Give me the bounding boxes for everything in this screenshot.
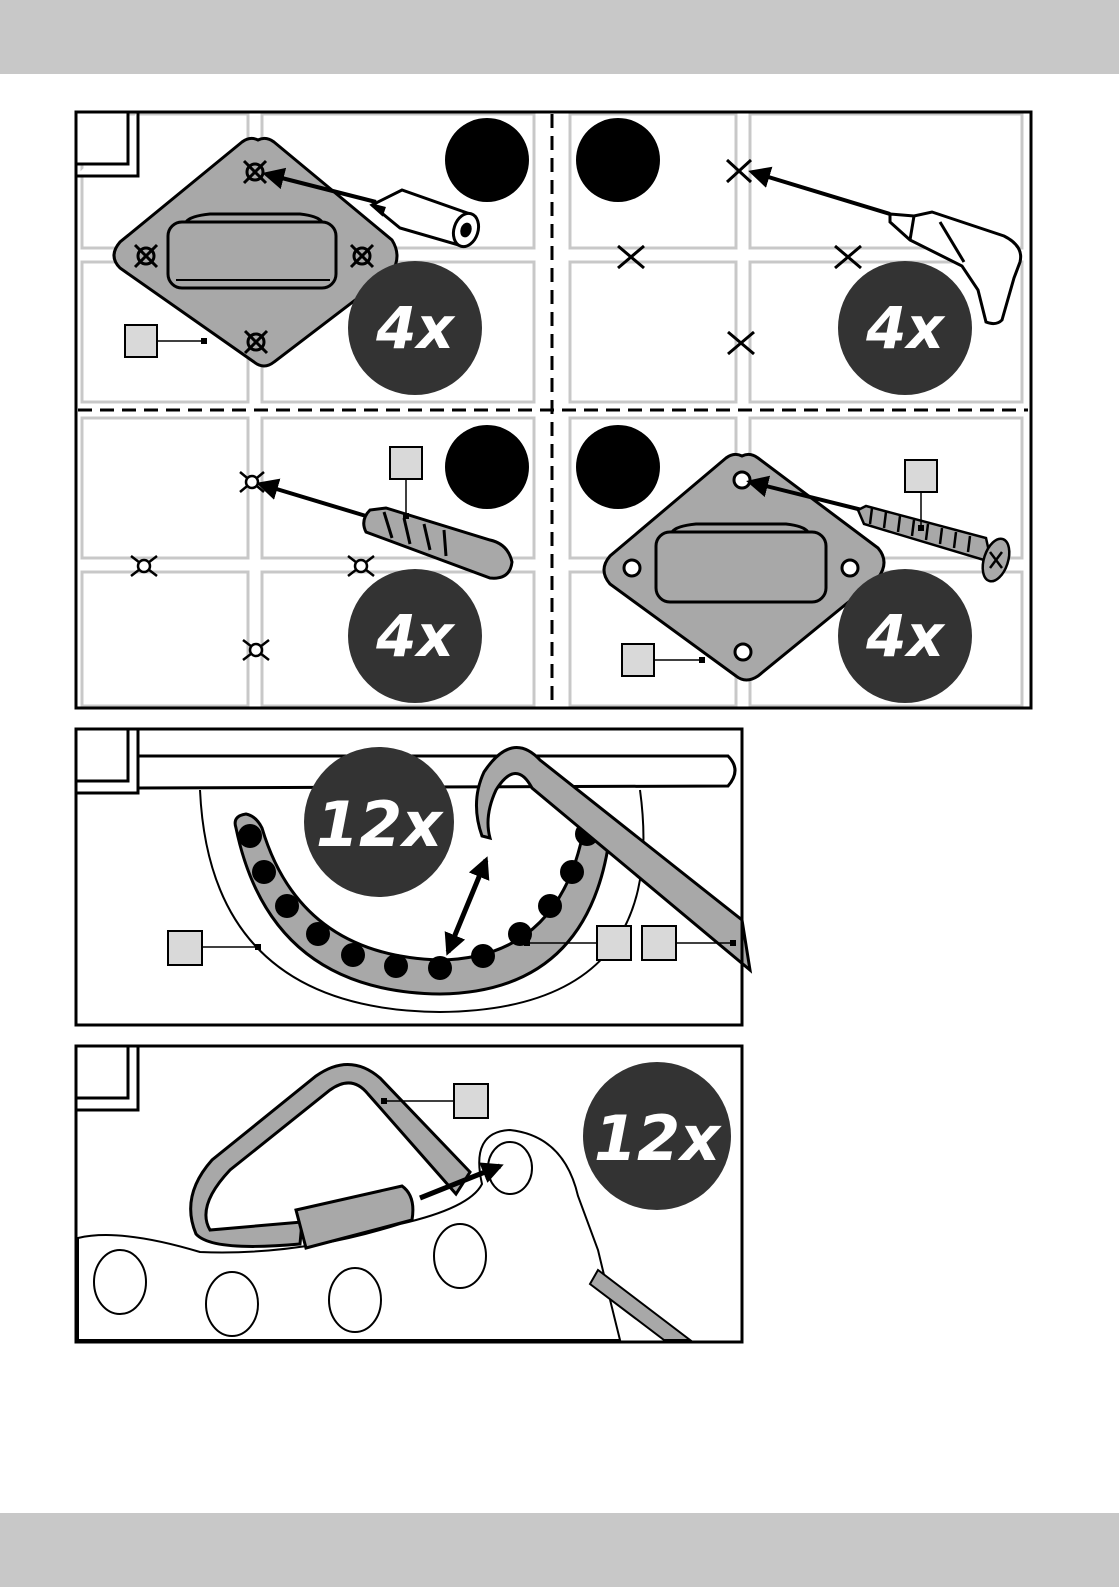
figure-attach: 12x	[76, 1046, 742, 1342]
quantity-badge: 12x	[304, 747, 454, 897]
figure-adjust: 12x	[76, 729, 750, 1025]
part-label-box	[168, 931, 202, 965]
quantity-badge-label: 4x	[865, 602, 945, 670]
part-label-box	[597, 926, 631, 960]
step-badge	[445, 118, 529, 202]
wall-dowel-icon	[364, 508, 512, 578]
part-label-box	[125, 325, 157, 357]
mark-x-icon	[618, 160, 861, 354]
figure-mounting: 4x 4x 4x 4x	[76, 112, 1031, 708]
figure-number-box	[76, 112, 128, 164]
adjust-arrow	[448, 860, 486, 952]
quantity-badge-label: 4x	[865, 294, 945, 362]
step-badge	[445, 425, 529, 509]
quantity-badge: 4x	[838, 569, 972, 703]
quantity-badge-label: 4x	[375, 602, 455, 670]
drilled-hole-icon	[131, 472, 374, 660]
step-badge	[576, 118, 660, 202]
part-label-box	[622, 644, 654, 676]
quantity-badge: 12x	[583, 1062, 731, 1210]
figure-number-box	[76, 1046, 128, 1098]
step-badge	[576, 425, 660, 509]
quantity-badge-label: 4x	[375, 294, 455, 362]
part-label-box	[642, 926, 676, 960]
part-label-box	[454, 1084, 488, 1118]
part-label-box	[905, 460, 937, 492]
part-label-box	[390, 447, 422, 479]
quantity-badge: 4x	[348, 261, 482, 395]
quantity-badge: 4x	[838, 261, 972, 395]
bottom-footer-band	[0, 1513, 1119, 1587]
quantity-badge-label: 12x	[594, 1102, 722, 1175]
quantity-badge-label: 12x	[316, 788, 444, 861]
figure-number-box	[76, 729, 128, 781]
quantity-badge: 4x	[348, 569, 482, 703]
